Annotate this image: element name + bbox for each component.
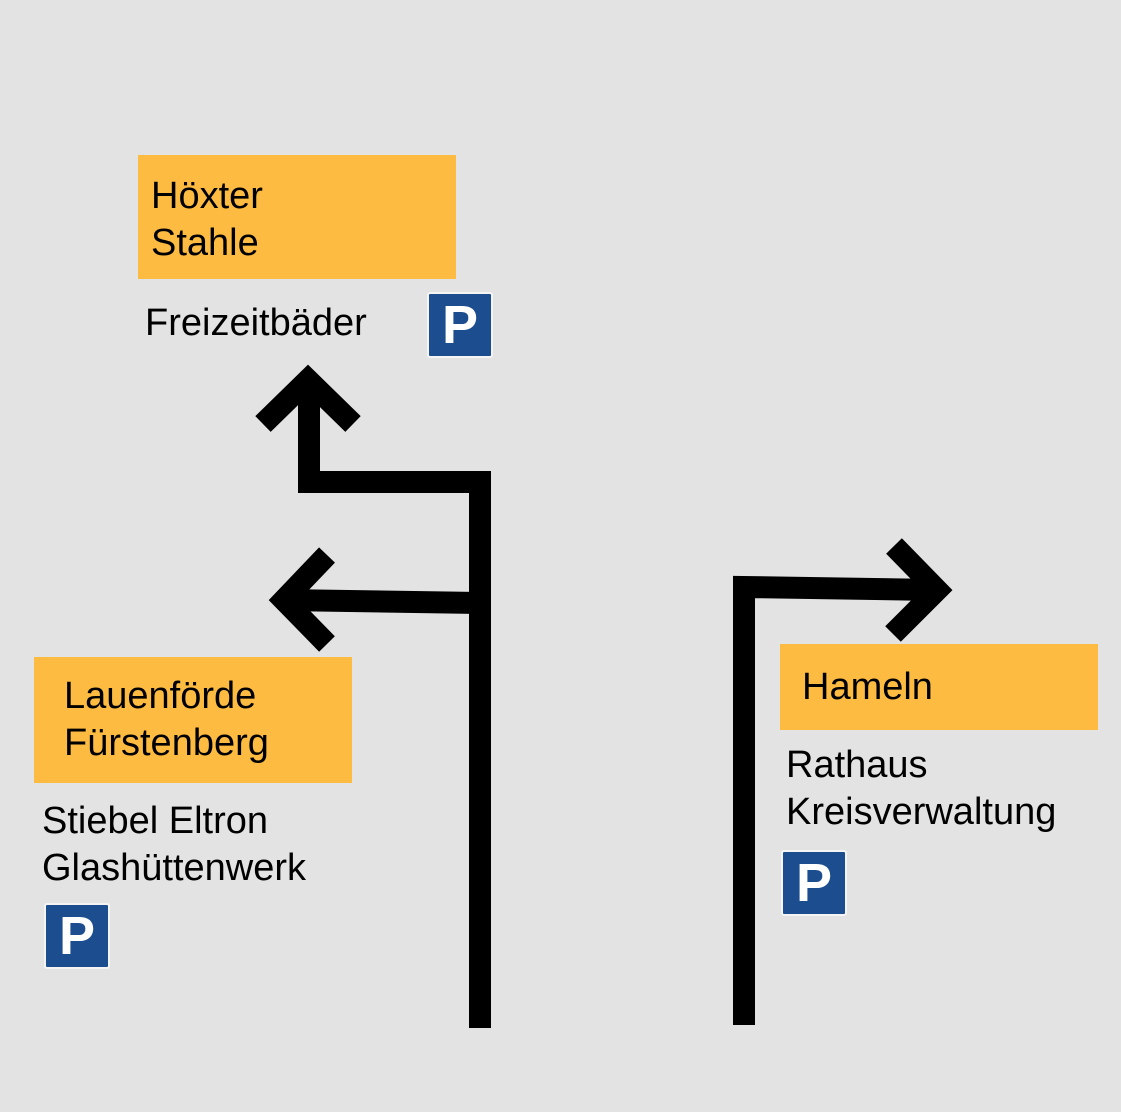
parking-sign-icon: P (427, 292, 493, 358)
local-destination-rathaus: Rathaus (786, 744, 928, 786)
destination-stahle: Stahle (151, 222, 259, 264)
parking-sign-icon: P (44, 903, 110, 969)
west-destination-box: Lauenförde Fürstenberg (34, 657, 352, 783)
north-destination-box: Höxter Stahle (138, 155, 456, 279)
local-destination-stiebel-eltron: Stiebel Eltron (42, 800, 269, 842)
east-local-destinations: Rathaus Kreisverwaltung (786, 742, 1056, 836)
right-road-stem (733, 575, 937, 1025)
local-destination-freizeitbaeder: Freizeitbäder (145, 302, 367, 344)
destination-fuerstenberg: Fürstenberg (64, 722, 269, 764)
local-destination-glashuettenwerk: Glashüttenwerk (42, 847, 307, 889)
west-local-destinations: Stiebel Eltron Glashüttenwerk (42, 798, 306, 892)
parking-sign-icon: P (781, 850, 847, 916)
left-road-branch (282, 589, 481, 614)
left-road-arrow (255, 364, 491, 1028)
right-arrowhead-icon (885, 538, 953, 642)
east-destination-box: Hameln (780, 644, 1098, 730)
up-arrowhead-icon (255, 364, 361, 432)
local-destination-kreisverwaltung: Kreisverwaltung (786, 791, 1057, 833)
destination-hoexter: Höxter (151, 175, 263, 217)
destination-lauenfoerde: Lauenförde (64, 675, 257, 717)
destination-hameln: Hameln (802, 666, 933, 708)
right-road-arrow (733, 538, 953, 1025)
left-arrowhead-icon (268, 547, 335, 652)
left-road-main-stem (298, 382, 491, 1028)
